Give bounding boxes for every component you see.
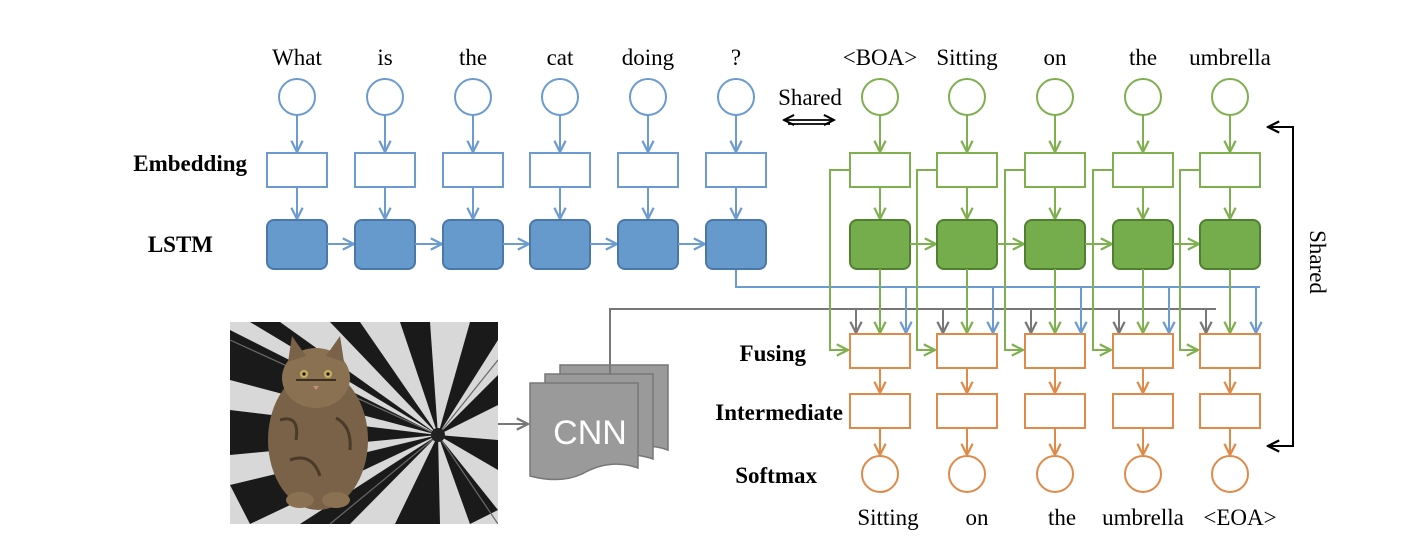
row-label-softmax: Softmax (735, 463, 817, 488)
fusing-box (1199, 333, 1261, 369)
cat-umbrella-photo (230, 322, 498, 524)
question-lstm-cell (354, 219, 416, 270)
answer-lstm-cell (1024, 219, 1086, 270)
fusing-box (936, 333, 998, 369)
question-word-node (717, 78, 755, 116)
row-label-intermediate: Intermediate (715, 400, 843, 425)
answer-lstm-cell (1199, 219, 1261, 270)
fusing-box (1024, 333, 1086, 369)
answer-input-word: the (1129, 45, 1157, 70)
answer-output-word: the (1048, 505, 1076, 530)
answer-input-word: umbrella (1189, 45, 1271, 70)
embedding-to-fusing-line (829, 169, 850, 350)
intermediate-box (1024, 393, 1086, 429)
question-word-node (541, 78, 579, 116)
question-word-node (454, 78, 492, 116)
answer-word-node (1211, 78, 1249, 116)
answer-output-word: Sitting (857, 505, 919, 530)
answer-lstm-cell (936, 219, 998, 270)
question-embedding-box (266, 152, 328, 188)
shared-label-vertical: Shared (1305, 230, 1330, 294)
row-label-embedding: Embedding (133, 151, 247, 176)
answer-embedding-box (1024, 152, 1086, 188)
intermediate-box (849, 393, 911, 429)
question-embedding-box (529, 152, 591, 188)
softmax-node (948, 455, 986, 493)
answer-input-word: Sitting (936, 45, 998, 70)
answer-lstm-cell (1112, 219, 1174, 270)
question-lstm-cell (705, 219, 767, 270)
question-embedding-box (617, 152, 679, 188)
question-word: What (272, 45, 322, 70)
question-embedding-box (354, 152, 416, 188)
question-lstm-cell (266, 219, 328, 270)
question-word-node (278, 78, 316, 116)
softmax-node (1211, 455, 1249, 493)
question-word-node (629, 78, 667, 116)
cnn-output-line (609, 308, 1216, 375)
intermediate-box (1112, 393, 1174, 429)
question-embedding-box (442, 152, 504, 188)
question-word-node (366, 78, 404, 116)
question-word: the (459, 45, 487, 70)
answer-embedding-box (936, 152, 998, 188)
answer-word-node (861, 78, 899, 116)
softmax-node (1124, 455, 1162, 493)
shared-label-horizontal: Shared (778, 85, 842, 110)
answer-embedding-box (1112, 152, 1174, 188)
answer-word-node (1036, 78, 1074, 116)
embedding-to-fusing-line (1004, 169, 1025, 350)
generated-diagram-marks: What is the cat doing? <BOA> Sitting on the umbre… (266, 45, 1277, 530)
question-lstm-cell (617, 219, 679, 270)
embedding-to-fusing-line (1179, 169, 1200, 350)
intermediate-box (1199, 393, 1261, 429)
softmax-node (861, 455, 899, 493)
question-lstm-output-line (735, 270, 1260, 288)
answer-embedding-box (849, 152, 911, 188)
softmax-node (1036, 455, 1074, 493)
question-embedding-box (705, 152, 767, 188)
cnn-block: CNN (529, 364, 669, 481)
shared-vertical-bracket (1270, 126, 1294, 447)
answer-output-word: on (966, 505, 990, 530)
answer-input-word: on (1044, 45, 1068, 70)
answer-output-word: <EOA> (1203, 505, 1276, 530)
question-lstm-cell (529, 219, 591, 270)
question-word: ? (731, 45, 741, 70)
fusing-box (849, 333, 911, 369)
answer-word-node (948, 78, 986, 116)
answer-word-node (1124, 78, 1162, 116)
answer-output-word: umbrella (1102, 505, 1184, 530)
embedding-to-fusing-line (916, 169, 937, 350)
embedding-to-fusing-line (1092, 169, 1113, 350)
row-label-lstm: LSTM (148, 232, 213, 257)
answer-lstm-cell (849, 219, 911, 270)
question-lstm-cell (442, 219, 504, 270)
answer-input-word: <BOA> (843, 45, 918, 70)
question-word: is (377, 45, 392, 70)
question-word: doing (622, 45, 675, 70)
question-word: cat (547, 45, 574, 70)
cnn-label: CNN (553, 414, 627, 452)
fusing-box (1112, 333, 1174, 369)
answer-embedding-box (1199, 152, 1261, 188)
row-label-fusing: Fusing (740, 341, 807, 366)
intermediate-box (936, 393, 998, 429)
